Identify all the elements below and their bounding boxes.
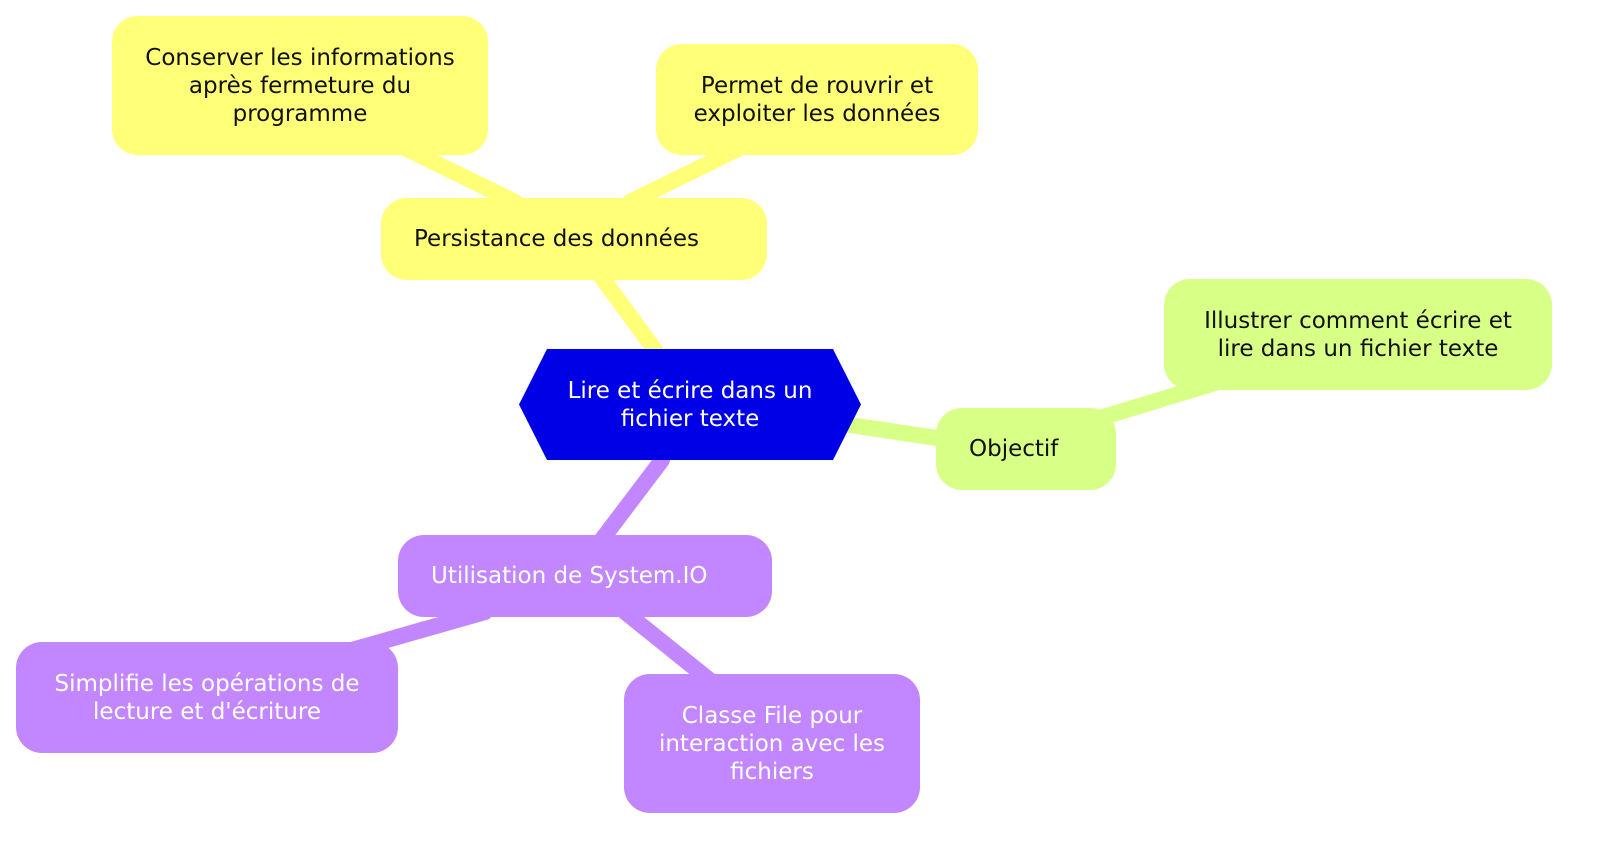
system-io-node[interactable]: Utilisation de System.IO — [398, 535, 772, 617]
classe-label: Classe File pour interaction avec les fi… — [658, 702, 886, 785]
permet-label: Permet de rouvrir et exploiter les donné… — [693, 72, 941, 127]
root-label: Lire et écrire dans un fichier texte — [567, 377, 813, 432]
permet-node[interactable]: Permet de rouvrir et exploiter les donné… — [656, 44, 978, 155]
link-persistance-conserver — [397, 140, 523, 210]
link-persistance-permet — [622, 140, 748, 210]
link-system-io-classe — [617, 604, 720, 690]
persistance-node[interactable]: Persistance des données — [381, 198, 767, 280]
link-root-persistance — [592, 267, 663, 358]
root-node[interactable]: Lire et écrire dans un fichier texte — [519, 349, 861, 460]
link-root-system-io — [592, 452, 670, 550]
system-io-label: Utilisation de System.IO — [431, 563, 708, 589]
persistance-label: Persistance des données — [414, 226, 699, 252]
illustrer-label: Illustrer comment écrire et lire dans un… — [1204, 307, 1512, 362]
link-root-objectif — [842, 417, 958, 448]
objectif-node[interactable]: Objectif — [936, 408, 1116, 490]
objectif-label: Objectif — [969, 436, 1059, 462]
simplifie-label: Simplifie les opérations de lecture et d… — [54, 670, 360, 725]
conserver-node[interactable]: Conserver les informations après fermetu… — [112, 16, 488, 155]
illustrer-node[interactable]: Illustrer comment écrire et lire dans un… — [1164, 279, 1552, 390]
classe-node[interactable]: Classe File pour interaction avec les fi… — [624, 674, 920, 813]
root-hexagon-shape — [519, 349, 861, 460]
conserver-label: Conserver les informations après fermetu… — [145, 44, 455, 127]
simplifie-node[interactable]: Simplifie les opérations de lecture et d… — [16, 642, 398, 753]
